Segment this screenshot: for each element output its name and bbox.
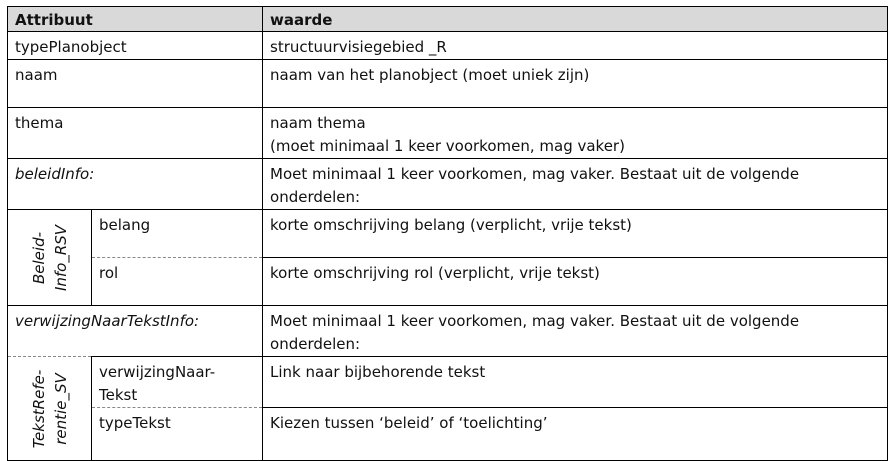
value-verwijzingNaarTekstInfo-line1: Moet minimaal 1 keer voorkomen, mag vake… — [270, 312, 800, 330]
group-label-tekstReferentieSV-text: TekstRefe-rentie_SV — [29, 369, 70, 448]
group-label-beleidInfoRSV-text: Beleid-Info_RSV — [29, 224, 70, 291]
attr-beleidInfo: beleidInfo: — [6, 158, 264, 210]
value-thema-line1: naam thema — [270, 114, 366, 132]
value-beleidInfo-line2: onderdelen: — [270, 188, 361, 206]
table-row: TekstRefe-rentie_SV verwijzingNaar- Teks… — [7, 356, 889, 461]
value-thema-line2: (moet minimaal 1 keer voorkomen, mag vak… — [270, 137, 625, 155]
table-row: naam naam van het planobject (moet uniek… — [6, 59, 889, 108]
table-row: rol korte omschrijving rol (verplicht, v… — [8, 257, 889, 306]
attr-verwijzingNaarTekst-line2: Tekst — [99, 386, 138, 404]
value-beleidInfo: Moet minimaal 1 keer voorkomen, mag vake… — [262, 158, 889, 210]
table-row: typeTekst Kiezen tussen ‘beleid’ of ‘toe… — [8, 407, 889, 461]
attr-typeTekst: typeTekst — [90, 407, 264, 461]
attr-verwijzingNaarTekstInfo: verwijzingNaarTekstInfo: — [6, 305, 264, 357]
attr-typePlanobject: typePlanobject — [6, 31, 264, 60]
attr-rol: rol — [90, 257, 264, 306]
header-value: waarde — [262, 6, 889, 32]
value-verwijzingNaarTekstInfo-line2: onderdelen: — [270, 335, 361, 353]
attr-verwijzingNaarTekst-line1: verwijzingNaar- — [99, 363, 216, 381]
table-row: Beleid-Info_RSV belang korte omschrijvin… — [7, 209, 889, 306]
table-row: thema naam thema (moet minimaal 1 keer v… — [6, 107, 889, 159]
attribute-table: Attribuut waarde typePlanobject structuu… — [6, 6, 889, 461]
attr-belang: belang — [90, 209, 264, 258]
value-beleidInfo-line1: Moet minimaal 1 keer voorkomen, mag vake… — [270, 165, 800, 183]
table-row: typePlanobject structuurvisiegebied _R — [6, 31, 889, 60]
value-typeTekst: Kiezen tussen ‘beleid’ of ‘toelichting’ — [262, 407, 889, 461]
value-verwijzingNaarTekstInfo: Moet minimaal 1 keer voorkomen, mag vake… — [262, 305, 889, 357]
value-rol: korte omschrijving rol (verplicht, vrije… — [262, 257, 889, 306]
value-naam: naam van het planobject (moet uniek zijn… — [262, 59, 889, 108]
value-typePlanobject: structuurvisiegebied _R — [262, 31, 889, 60]
group-label-tekstReferentieSV: TekstRefe-rentie_SV — [7, 356, 92, 461]
attr-thema: thema — [6, 107, 264, 159]
attr-verwijzingNaarTekst: verwijzingNaar- Tekst — [90, 356, 264, 408]
value-verwijzingNaarTekst: Link naar bijbehorende tekst — [262, 356, 889, 408]
table-row: beleidInfo: Moet minimaal 1 keer voorkom… — [6, 158, 889, 210]
value-belang: korte omschrijving belang (verplicht, vr… — [262, 209, 889, 258]
table-row: verwijzingNaarTekstInfo: Moet minimaal 1… — [6, 305, 889, 357]
header-attribute: Attribuut — [6, 6, 264, 32]
attr-naam: naam — [6, 59, 264, 108]
table-header-row: Attribuut waarde — [6, 6, 889, 32]
value-thema: naam thema (moet minimaal 1 keer voorkom… — [262, 107, 889, 159]
group-label-beleidInfoRSV: Beleid-Info_RSV — [7, 209, 92, 306]
